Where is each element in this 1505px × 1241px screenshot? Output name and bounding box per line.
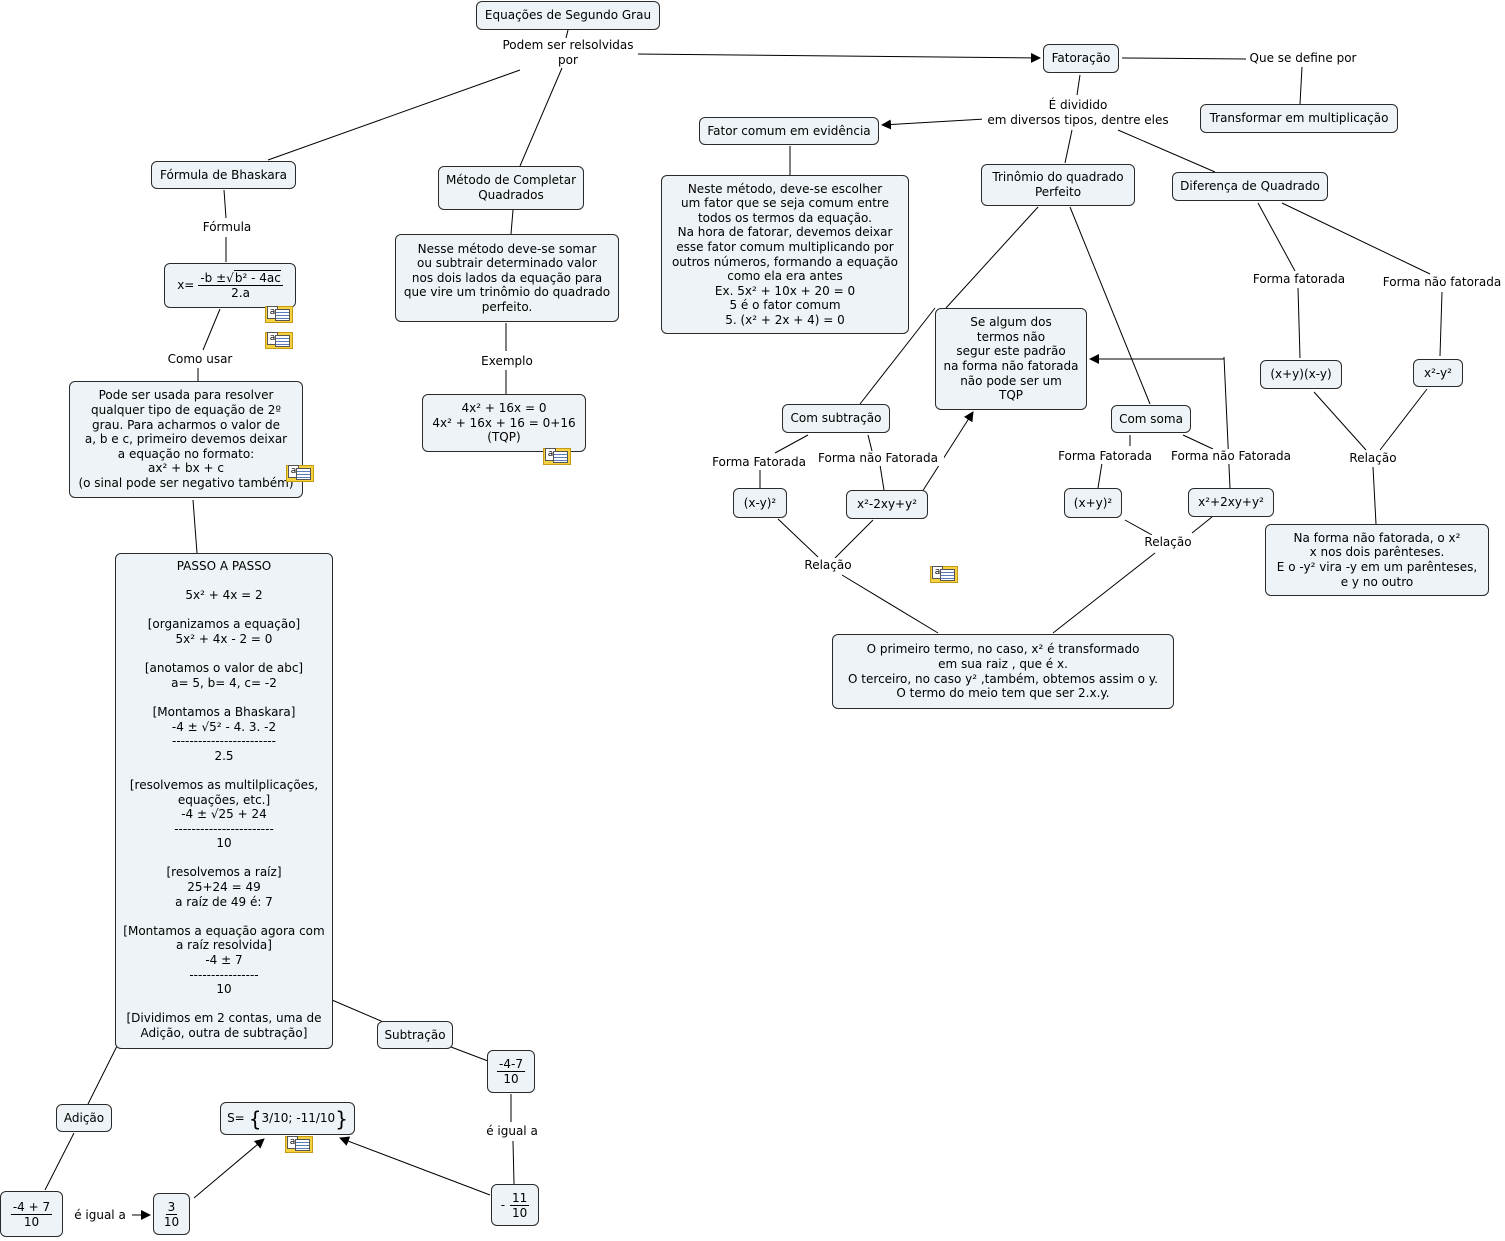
note-icon[interactable]: a — [286, 465, 314, 482]
node-como-usar-descricao[interactable]: Pode ser usada para resolver qualquer ti… — [69, 381, 303, 498]
label-forma-nao-fatorada-soma: Forma não Fatorada — [1165, 449, 1297, 464]
label-podem-ser-resolvidas: Podem ser relsolvidas por — [498, 38, 638, 68]
fraction-numerator: -4-7 — [497, 1057, 525, 1072]
node-completar-descricao[interactable]: Nesse método deve-se somar ou subtrair d… — [395, 234, 619, 322]
node-x-menos-y-quadrado[interactable]: (x-y)² — [733, 488, 787, 518]
node-trinomio-quadrado-perfeito[interactable]: Trinômio do quadrado Perfeito — [981, 164, 1135, 206]
formula-expression: x= -b ±√b² - 4ac 2.a — [177, 270, 283, 300]
fraction-denominator: 10 — [23, 1214, 40, 1229]
node-adicao[interactable]: Adição — [56, 1104, 112, 1132]
note-icon[interactable]: a — [265, 332, 293, 349]
node-subtracao[interactable]: Subtração — [377, 1021, 453, 1049]
label-relacao-subtracao: Relação — [800, 558, 856, 573]
node-x2-mais-2xy-y2[interactable]: x²+2xy+y² — [1188, 488, 1274, 517]
node-x-mais-y-x-menos-y[interactable]: (x+y)(x-y) — [1260, 360, 1342, 389]
node-exemplo-tqp[interactable]: 4x² + 16x = 0 4x² + 16x + 16 = 0+16 (TQP… — [422, 394, 586, 452]
node-x-mais-y-quadrado[interactable]: (x+y)² — [1064, 488, 1122, 518]
fraction-denominator: 10 — [503, 1072, 519, 1086]
sqrt-icon: √ — [226, 271, 234, 285]
note-icon[interactable]: a — [285, 1136, 313, 1153]
label-relacao-soma: Relação — [1140, 535, 1196, 550]
solution-set: 3/10; -11/10 — [261, 1111, 336, 1126]
label-formula: Fórmula — [198, 220, 256, 235]
label-que-se-define: Que se define por — [1246, 51, 1360, 66]
node-diferenca-quadrado[interactable]: Diferença de Quadrado — [1172, 172, 1328, 201]
label-relacao-diferenca: Relação — [1345, 451, 1401, 466]
right-brace-icon: } — [335, 1106, 348, 1131]
node-fator-comum[interactable]: Fator comum em evidência — [699, 117, 879, 145]
label-igual-a-subtracao: é igual a — [480, 1124, 544, 1139]
node-x2-menos-2xy-y2[interactable]: x²-2xy+y² — [846, 490, 928, 519]
node-formula-bhaskara-expressao[interactable]: x= -b ±√b² - 4ac 2.a — [164, 263, 296, 308]
label-forma-nao-fatorada-diferenca: Forma não fatorada — [1378, 275, 1505, 290]
node-se-algum-termo[interactable]: Se algum dos termos não segur este padrã… — [935, 308, 1087, 410]
node-fatoracao[interactable]: Fatoração — [1043, 44, 1119, 73]
node-transformar-multiplicacao[interactable]: Transformar em multiplicação — [1200, 104, 1398, 133]
node-formula-bhaskara[interactable]: Fórmula de Bhaskara — [151, 161, 296, 189]
note-icon[interactable]: a — [265, 306, 293, 323]
solution-prefix: S= — [227, 1111, 245, 1126]
formula-num-a: -b ± — [200, 271, 227, 285]
fraction-sign: - — [500, 1197, 506, 1212]
node-passo-a-passo[interactable]: PASSO A PASSO 5x² + 4x = 2 [organizamos … — [115, 553, 333, 1049]
label-exemplo: Exemplo — [476, 354, 538, 369]
node-fator-comum-descricao[interactable]: Neste método, deve-se escolher um fator … — [661, 175, 909, 334]
label-como-usar: Como usar — [162, 352, 238, 367]
node-x2-menos-y2[interactable]: x²-y² — [1413, 359, 1463, 387]
node-equacoes-segundo-grau[interactable]: Equações de Segundo Grau — [476, 1, 660, 30]
label-forma-fatorada-soma: Forma Fatorada — [1052, 449, 1158, 464]
formula-fraction: -b ±√b² - 4ac 2.a — [198, 270, 283, 300]
node-conjunto-solucao[interactable]: S= { 3/10; -11/10 } — [220, 1102, 355, 1135]
formula-num-b: b² - 4ac — [233, 270, 281, 285]
node-com-subtracao[interactable]: Com subtração — [782, 404, 890, 433]
formula-numerator: -b ±√b² - 4ac — [198, 270, 283, 286]
node-metodo-completar-quadrados[interactable]: Método de Completar Quadrados — [438, 166, 584, 210]
formula-denominator: 2.a — [231, 286, 250, 300]
fraction-denominator: 10 — [512, 1205, 528, 1220]
label-forma-nao-fatorada-subtracao: Forma não Fatorada — [812, 451, 944, 466]
formula-prefix: x= — [177, 278, 195, 293]
label-forma-fatorada-diferenca: Forma fatorada — [1248, 272, 1350, 287]
left-brace-icon: { — [248, 1106, 262, 1131]
node-com-soma[interactable]: Com soma — [1111, 405, 1191, 433]
node-na-forma-nao-fatorada[interactable]: Na forma não fatorada, o x² x nos dois p… — [1265, 524, 1489, 596]
label-e-dividido: É dividido em diversos tipos, dentre ele… — [982, 98, 1174, 128]
label-igual-a-adicao: é igual a — [68, 1208, 132, 1223]
fraction-numerator: -4 + 7 — [10, 1199, 53, 1215]
node-primeiro-termo[interactable]: O primeiro termo, no caso, x² é transfor… — [832, 634, 1174, 709]
note-icon[interactable]: a — [543, 448, 571, 465]
fraction-numerator: 11 — [510, 1190, 530, 1206]
label-forma-fatorada-subtracao: Forma Fatorada — [706, 455, 812, 470]
fraction-numerator: 3 — [165, 1199, 178, 1215]
note-icon[interactable]: a — [930, 566, 958, 583]
fraction-denominator: 10 — [163, 1214, 180, 1229]
